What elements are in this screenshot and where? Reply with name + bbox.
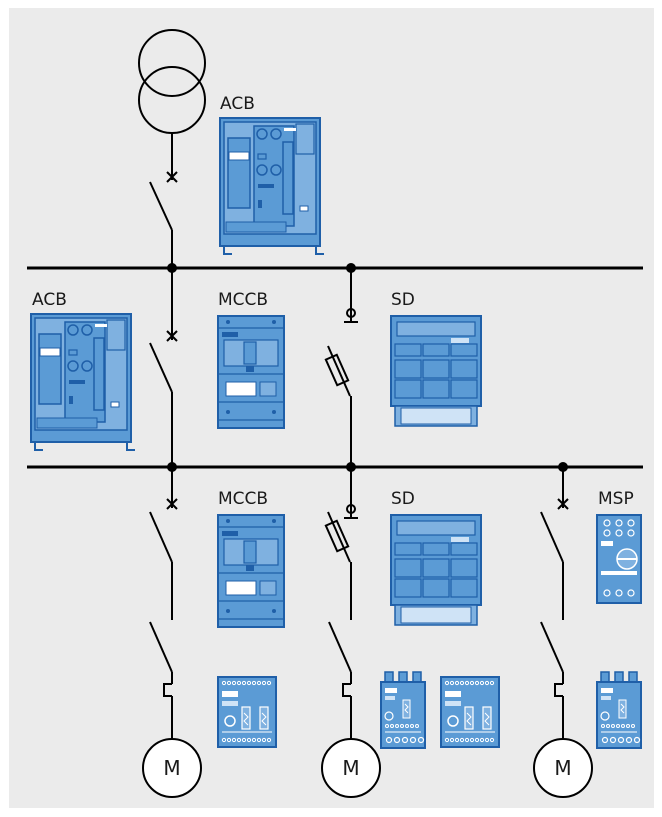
motor-icon: M (321, 738, 381, 798)
soft-starter-icon (217, 676, 277, 748)
load-mccb-label: MCCB (218, 489, 268, 509)
feeder-mccb-label: MCCB (218, 290, 268, 310)
overload-relay-icon (380, 671, 426, 749)
motor-icon: M (533, 738, 593, 798)
overload-relay-icon (596, 671, 642, 749)
load-sd-device-icon (390, 514, 482, 626)
soft-starter-icon (440, 676, 500, 748)
junction-node (346, 263, 356, 273)
msp-device-icon (596, 514, 642, 604)
feeder-sd-label: SD (391, 290, 415, 310)
incoming-acb-label: ACB (220, 94, 255, 114)
load-sd-label: SD (391, 489, 415, 509)
coupling-acb-label: ACB (32, 290, 67, 310)
svg-text:M: M (342, 756, 359, 780)
msp-label: MSP (598, 489, 634, 509)
feeder-sd-device-icon (390, 315, 482, 427)
incoming-acb-device-icon (219, 117, 325, 255)
feeder-mccb-device-icon (217, 315, 285, 429)
motor-icon: M (142, 738, 202, 798)
coupling-breaker-icon (149, 268, 178, 467)
feeder-msp-icon (540, 467, 569, 740)
svg-text:M: M (554, 756, 571, 780)
coupling-acb-device-icon (30, 313, 136, 451)
feeder-fuse-switch-icon (324, 467, 358, 740)
svg-text:M: M (163, 756, 180, 780)
load-mccb-device-icon (217, 514, 285, 628)
junction-node (558, 462, 568, 472)
incoming-breaker-icon (149, 133, 178, 268)
feeder-breaker-icon (149, 467, 178, 740)
fuse-switch-icon (324, 268, 358, 467)
